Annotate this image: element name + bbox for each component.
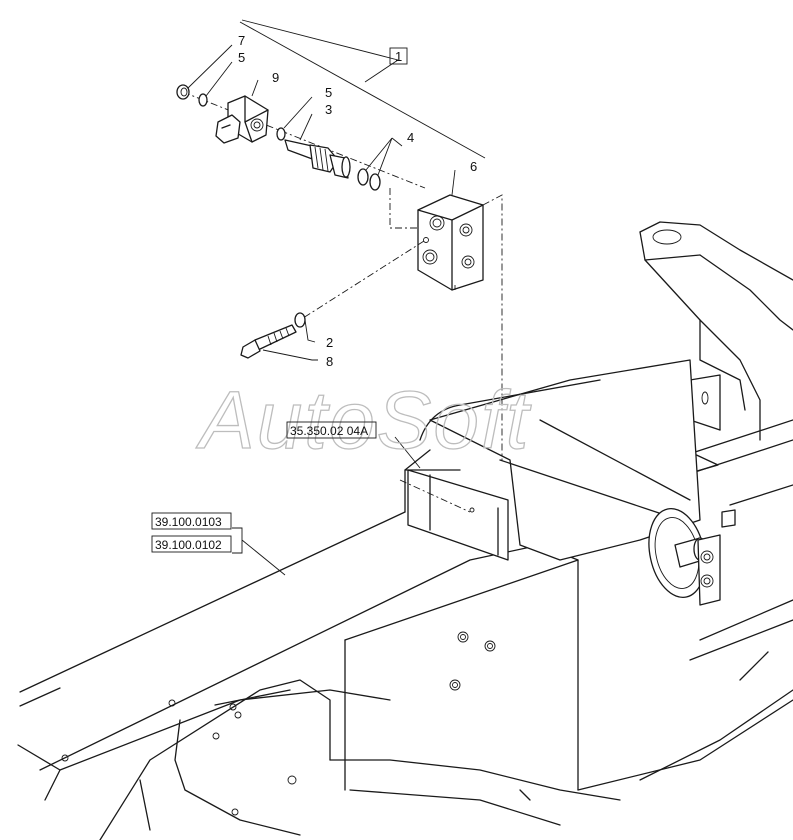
callout-4: 4 bbox=[407, 130, 414, 145]
chassis-frame bbox=[17, 221, 793, 840]
frame-ref-bottom-box bbox=[151, 535, 232, 553]
part-4-seal-a bbox=[357, 168, 369, 186]
frame-ref-top-box bbox=[151, 512, 232, 530]
part-5-oring-right bbox=[276, 127, 286, 141]
frame-ref-bottom-label: 39.100.0102 bbox=[155, 538, 222, 552]
callout-3: 3 bbox=[325, 102, 332, 117]
callout-9: 9 bbox=[272, 70, 279, 85]
leader-lines bbox=[187, 19, 486, 576]
callout-2: 2 bbox=[326, 335, 333, 350]
callout-7: 7 bbox=[238, 33, 245, 48]
part-5-oring-left bbox=[198, 93, 208, 107]
valve-exploded-parts bbox=[176, 84, 503, 513]
watermark-text: AutoSoft bbox=[195, 375, 532, 466]
callouts: 7 5 9 5 3 4 6 2 8 1 bbox=[238, 33, 477, 369]
frame-ref-top-label: 39.100.0103 bbox=[155, 515, 222, 529]
callout-1-box bbox=[389, 47, 408, 65]
hydraulic-cylinder bbox=[407, 359, 721, 606]
part-2-washer bbox=[294, 312, 306, 328]
callout-1: 1 bbox=[395, 49, 402, 64]
callout-5-upper: 5 bbox=[238, 50, 245, 65]
assembly-ref-box bbox=[286, 421, 377, 439]
part-4-seal-b bbox=[369, 173, 381, 191]
reference-labels: 35.350.02 04A 39.100.0103 39.100.0102 bbox=[151, 421, 377, 553]
callout-5-lower: 5 bbox=[325, 85, 332, 100]
part-6-valve-block bbox=[417, 194, 484, 291]
callout-8: 8 bbox=[326, 354, 333, 369]
callout-6: 6 bbox=[470, 159, 477, 174]
assembly-ref-label: 35.350.02 04A bbox=[290, 424, 368, 438]
